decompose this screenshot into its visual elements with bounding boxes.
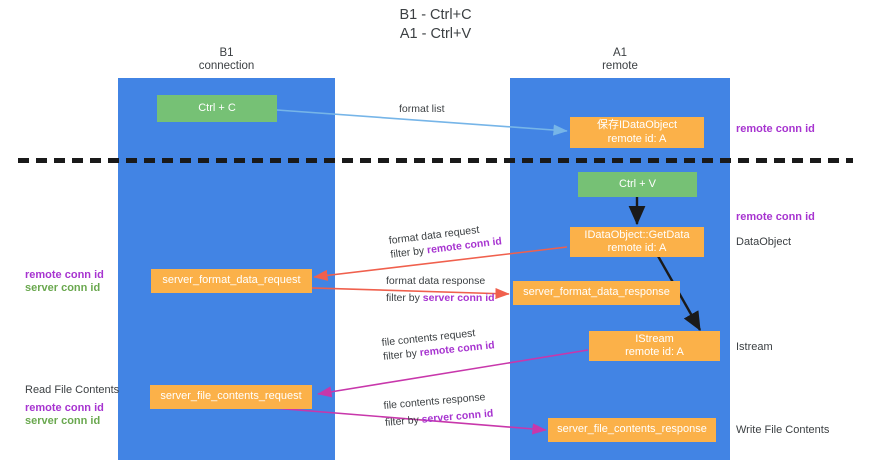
edge-label-file-contents-request-prefix: filter by [382,347,421,363]
edge-label-format-list-line1: format list [399,103,445,115]
node-idataobject-top-line1: 保存IDataObject [596,119,678,131]
edge-label-format-data-response-prefix: filter by [386,292,423,304]
node-server-format-data-response[interactable]: server_format_data_response [513,281,680,305]
node-idataobject-top-line2: remote id: A [607,132,667,145]
node-istream-line1: IStream [635,332,674,345]
edge-label-format-data-response-line1: format data response [386,275,486,287]
label-left-server-conn-id-1: server conn id [25,282,101,294]
lane-header-b1: B1 connection [118,47,335,73]
node-ctrl-v-label: Ctrl + V [619,177,656,190]
node-istream[interactable]: IStream remote id: A [589,331,720,361]
node-server-file-contents-request[interactable]: server_file_contents_request [150,385,312,409]
node-getdata[interactable]: IDataObject::GetData remote id: A [570,227,704,257]
title-line-2: A1 - Ctrl+V [399,26,472,42]
lane-header-a1-name: A1 [612,47,628,59]
label-left-read-file-contents: Read File Contents [25,384,120,396]
node-server-file-contents-response-label: server_file_contents_response [557,423,707,436]
node-idataobject-top[interactable]: 保存IDataObject remote id: A [570,117,704,148]
lane-header-a1: A1 remote [510,47,730,73]
diagram-title: B1 - Ctrl+C A1 - Ctrl+V [0,6,871,44]
node-server-format-data-request[interactable]: server_format_data_request [151,269,312,293]
node-server-file-contents-response[interactable]: server_file_contents_response [548,418,716,442]
node-server-file-contents-request-label: server_file_contents_request [160,390,302,403]
edge-label-file-contents-response-prefix: filter by [384,413,423,429]
title-line-1: B1 - Ctrl+C [399,7,472,23]
node-server-format-data-response-label: server_format_data_response [523,286,670,299]
node-server-format-data-request-label: server_format_data_request [162,274,301,287]
label-right-write-file-contents: Write File Contents [736,424,830,436]
edge-label-format-data-response-highlight: server conn id [422,292,495,304]
edge-label-format-data-response: format data response filter by server co… [386,274,495,305]
edge-label-format-list: format list [399,102,445,116]
edge-label-file-contents-response-highlight: server conn id [421,407,494,426]
edge-label-format-data-request: format data request filter by remote con… [388,220,503,261]
node-istream-line2: remote id: A [625,346,684,358]
node-ctrl-v[interactable]: Ctrl + V [578,172,697,197]
label-right-remote-conn-id-1: remote conn id [736,123,815,135]
label-left-server-conn-id-2: server conn id [25,415,101,427]
label-left-remote-conn-id-2: remote conn id [25,402,104,414]
node-ctrl-c-label: Ctrl + C [198,101,236,114]
edge-label-format-data-response-line2: filter by server conn id [386,291,495,305]
lane-header-b1-name: B1 [219,47,234,59]
edge-label-file-contents-request: file contents request filter by remote c… [381,324,495,364]
label-left-remote-conn-id-1: remote conn id [25,269,104,281]
lane-header-a1-role: remote [602,60,638,72]
lane-header-b1-role: connection [198,60,255,72]
label-right-remote-conn-id-2: remote conn id [736,211,815,223]
node-getdata-line1: IDataObject::GetData [584,228,690,241]
edge-label-file-contents-response: file contents response filter by server … [383,390,494,430]
label-right-dataobject: DataObject [736,236,792,248]
node-ctrl-c[interactable]: Ctrl + C [157,95,277,122]
edge-label-format-data-request-prefix: filter by [389,244,428,261]
label-right-istream: Istream [736,341,773,353]
node-getdata-line2: remote id: A [607,242,667,254]
